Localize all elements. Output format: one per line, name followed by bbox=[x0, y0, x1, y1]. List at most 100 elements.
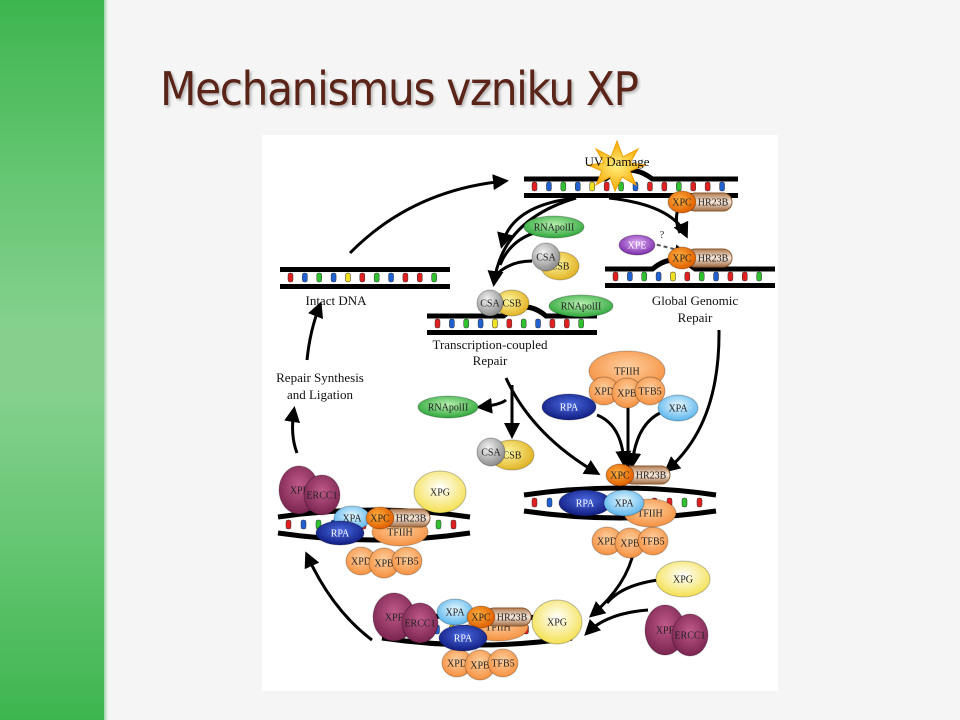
base-pair bbox=[627, 271, 633, 282]
label-tcr-line2: Repair bbox=[473, 353, 508, 368]
csa-released-shape bbox=[476, 437, 506, 467]
xpg-incision-shape bbox=[531, 599, 583, 645]
rpa-incision-shape bbox=[438, 624, 488, 652]
base-pair bbox=[603, 181, 610, 192]
tfiih-open-xpb-label: XPB bbox=[620, 539, 640, 550]
xpe: XPE bbox=[618, 234, 656, 256]
base-pair bbox=[647, 181, 653, 192]
tfiih-excision-tfb5-label: TFB5 bbox=[395, 557, 418, 568]
label-unknown-mark: ? bbox=[660, 230, 665, 241]
label-uv-damage: UV Damage bbox=[584, 154, 649, 169]
base-pair bbox=[742, 271, 748, 282]
ercc1-incision-shape bbox=[401, 602, 439, 644]
base-pair bbox=[589, 181, 595, 192]
rpa-free: RPA bbox=[541, 393, 597, 421]
xpg-free-shape bbox=[655, 560, 711, 598]
base-pair bbox=[345, 272, 351, 283]
ggr-xpc-label: XPC bbox=[672, 254, 692, 265]
tfiih-free-xpd-label: XPD bbox=[594, 387, 614, 398]
base-pair bbox=[612, 271, 619, 282]
open-xpc-label: XPC bbox=[610, 471, 630, 482]
base-pair bbox=[417, 272, 423, 283]
base-pair bbox=[492, 318, 498, 329]
arrow-incision-to-excision bbox=[304, 551, 373, 642]
base-pair bbox=[546, 497, 553, 508]
label-ggr-line2: Repair bbox=[678, 310, 713, 325]
tfiih-incision-tfb5: TFB5 bbox=[487, 648, 519, 678]
arrow-rpa-to-complex bbox=[596, 413, 632, 467]
base-pair bbox=[431, 272, 437, 283]
xpa-free: XPA bbox=[657, 394, 699, 422]
base-pair bbox=[287, 272, 294, 283]
tfiih-open-body-label: TFIIH bbox=[637, 509, 663, 520]
base-pair bbox=[450, 519, 457, 530]
xpe-shape bbox=[618, 234, 656, 256]
arrow-tcr-to-rnapol-release bbox=[476, 397, 507, 414]
rpa-excision-shape bbox=[315, 520, 365, 546]
csa-tcr: CSA bbox=[476, 289, 504, 317]
side-accent-bar bbox=[0, 0, 108, 720]
xpa-free-label: XPA bbox=[668, 404, 688, 415]
tfiih-excision-xpb-label: XPB bbox=[374, 559, 394, 570]
base-pair bbox=[531, 181, 538, 192]
incision-xpc-shape bbox=[466, 605, 496, 629]
slide-title: Mechanismus vzniku XP bbox=[160, 62, 639, 116]
base-pair bbox=[359, 272, 366, 283]
rpa-free-shape bbox=[541, 393, 597, 421]
tfiih-open-tfb5: TFB5 bbox=[637, 526, 669, 556]
base-pair bbox=[661, 181, 668, 192]
base-pair bbox=[535, 318, 541, 329]
label-rsl-line2: and Ligation bbox=[287, 387, 354, 402]
tfiih-open-xpd-label: XPD bbox=[597, 537, 617, 548]
tfiih-incision-body-label: TFIIH bbox=[485, 623, 511, 634]
excision-xpc-label: XPC bbox=[370, 514, 390, 525]
tfiih-excision-tfb5: TFB5 bbox=[391, 546, 423, 576]
free-xpc: XPC bbox=[667, 190, 697, 214]
rnapolii-tcr-shape bbox=[548, 294, 614, 318]
free-xpc-label: XPC bbox=[672, 198, 692, 209]
free-xpc-shape bbox=[667, 190, 697, 214]
dna-bottom-strand bbox=[523, 508, 717, 521]
open-xpc-shape bbox=[605, 463, 635, 487]
xpa-excision-label: XPA bbox=[342, 514, 362, 525]
base-pair bbox=[655, 271, 662, 282]
csa-free-top-label: CSA bbox=[536, 253, 556, 264]
base-pair bbox=[285, 519, 292, 530]
base-pair bbox=[477, 318, 484, 329]
ggr-hr23b-label: HR23B bbox=[698, 254, 729, 265]
xpf-incision-label: XPF bbox=[385, 613, 404, 624]
csb-tcr-label: CSB bbox=[503, 299, 522, 310]
tfiih-incision-tfb5-shape bbox=[487, 648, 519, 678]
incision-xpc: XPC bbox=[466, 605, 496, 629]
csa-tcr-label: CSA bbox=[480, 299, 500, 310]
base-pair bbox=[546, 181, 552, 192]
label-ggr-line1: Global Genomic bbox=[652, 293, 739, 308]
xpf-excision-label: XPF bbox=[290, 486, 309, 497]
base-pair bbox=[330, 272, 337, 283]
arrow-csa-to-tcr bbox=[494, 259, 533, 277]
uv-burst-icon bbox=[586, 139, 647, 193]
xpa-open-label: XPA bbox=[614, 499, 634, 510]
rpa-free-label: RPA bbox=[560, 403, 579, 414]
dna-bottom-strand bbox=[427, 330, 597, 335]
arrow-xpa-to-complex bbox=[625, 411, 661, 469]
xpg-free-label: XPG bbox=[673, 575, 693, 586]
arrow-xpe-dashed bbox=[649, 242, 685, 255]
arrow-damage-to-ggr bbox=[608, 196, 689, 239]
arrow-xpf-to-incision bbox=[584, 608, 649, 636]
rnapolii-free-top-label: RNApolII bbox=[534, 223, 575, 234]
tfiih-free-tfb5: TFB5 bbox=[634, 376, 666, 406]
base-pair bbox=[388, 272, 394, 283]
base-pair bbox=[435, 519, 442, 530]
tfiih-incision-xpb-label: XPB bbox=[470, 661, 490, 672]
arrow-complex-to-incision bbox=[588, 549, 636, 618]
base-pair bbox=[713, 271, 719, 282]
excision-xpc: XPC bbox=[365, 506, 395, 530]
xpf-free-label: XPF bbox=[656, 626, 675, 637]
base-pair bbox=[681, 497, 688, 508]
rpa-incision: RPA bbox=[438, 624, 488, 652]
tfiih-excision-xpd-label: XPD bbox=[351, 557, 371, 568]
base-pair bbox=[463, 318, 469, 329]
arrow-xpg-to-incision bbox=[605, 578, 659, 604]
